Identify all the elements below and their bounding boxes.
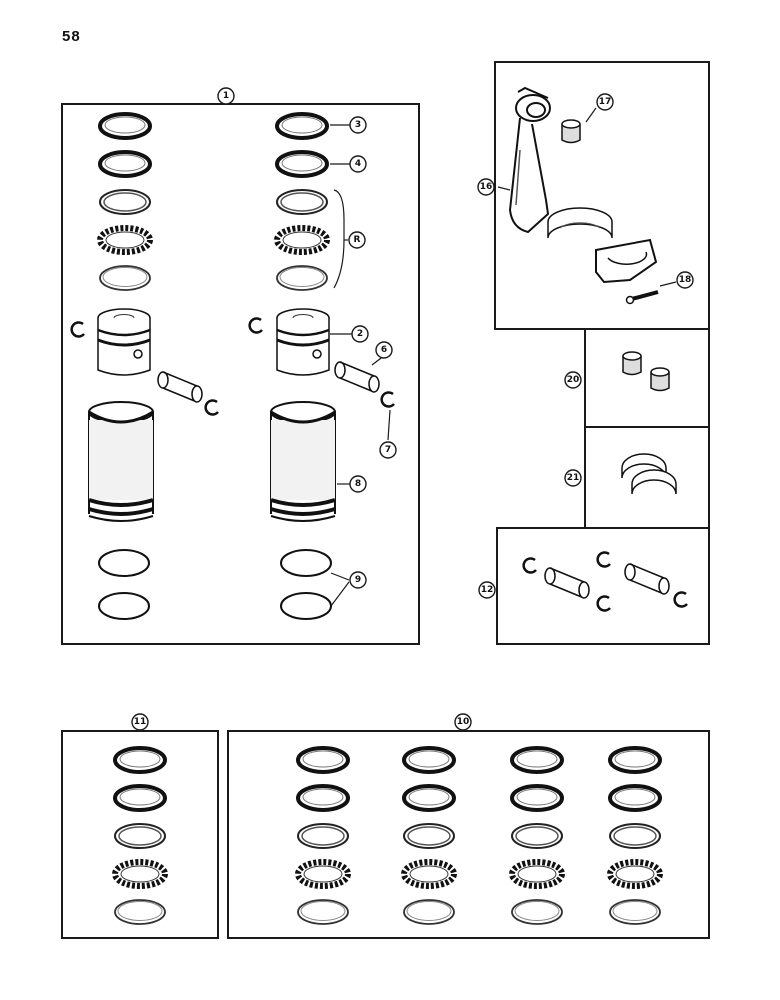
left-piston-pin [157, 371, 203, 403]
rod-bolt [625, 290, 659, 305]
connecting-rod [508, 86, 551, 234]
left-retainer-clip-b [204, 399, 220, 416]
ring-set-10-a [298, 748, 348, 924]
right-retainer-clip-a [248, 317, 264, 334]
ring-sets-box [227, 730, 710, 939]
callout-3: 3 [349, 116, 367, 134]
bushing-a [622, 351, 642, 376]
left-retainer-clip-a [70, 321, 86, 338]
ring-set-10-d [610, 748, 660, 924]
pin-kit-pin-a [544, 567, 590, 599]
ring-set-10-b [404, 748, 454, 924]
pin-kit-pin-b [624, 563, 670, 595]
callout-10: 10 [454, 713, 472, 731]
callout-7: 7 [379, 441, 397, 459]
rod-cap [595, 238, 658, 284]
right-piston [275, 307, 331, 377]
right-seal-ring-b [280, 592, 332, 620]
callout-18: 18 [676, 271, 694, 289]
right-cylinder-sleeve [269, 400, 337, 523]
right-retainer-clip-b [380, 391, 396, 408]
rod-bearing-upper [547, 207, 613, 239]
svg-text:7: 7 [385, 445, 391, 455]
pin-kit-clip-b [596, 551, 612, 568]
callout-21: 21 [564, 469, 582, 487]
left-ring-set [100, 114, 150, 290]
callout-11: 11 [131, 713, 149, 731]
ring-set-box [61, 730, 219, 939]
callout-20: 20 [564, 371, 582, 389]
svg-text:3: 3 [355, 120, 361, 130]
svg-text:12: 12 [481, 585, 494, 595]
svg-text:17: 17 [599, 97, 612, 107]
svg-text:11: 11 [134, 717, 147, 727]
svg-text:4: 4 [355, 159, 361, 169]
callout-12: 12 [478, 581, 496, 599]
callout-16: 16 [477, 178, 495, 196]
svg-text:8: 8 [355, 479, 361, 489]
callout-17: 17 [596, 93, 614, 111]
svg-text:6: 6 [381, 345, 387, 355]
callout-4: 4 [349, 155, 367, 173]
right-ring-set [277, 114, 327, 290]
pin-kit-clip-c [596, 595, 612, 612]
svg-text:9: 9 [355, 575, 361, 585]
svg-text:16: 16 [480, 182, 493, 192]
ring-set-11 [115, 748, 165, 924]
right-piston-pin [334, 361, 380, 393]
page-number: 58 [62, 28, 81, 45]
callout-1: 1 [217, 87, 235, 105]
callout-8: 8 [349, 475, 367, 493]
svg-text:10: 10 [457, 717, 470, 727]
pin-kit-clip-d [673, 591, 689, 608]
bushing-box [584, 328, 710, 428]
left-piston [96, 307, 152, 377]
svg-text:R: R [354, 235, 361, 245]
sleeve-kit-box [61, 103, 420, 645]
left-cylinder-sleeve [87, 400, 155, 523]
callout-6: 6 [375, 341, 393, 359]
left-seal-ring-a [98, 549, 150, 577]
ring-set-10-c [512, 748, 562, 924]
callout-2: 2 [351, 325, 369, 343]
bearing-b [631, 469, 677, 495]
svg-text:21: 21 [567, 473, 580, 483]
right-seal-ring-a [280, 549, 332, 577]
left-seal-ring-b [98, 592, 150, 620]
rod-bushing [561, 119, 581, 144]
bushing-b [650, 367, 670, 392]
svg-text:2: 2 [357, 329, 363, 339]
callout-9: 9 [349, 571, 367, 589]
pin-kit-box [496, 527, 710, 645]
svg-text:20: 20 [567, 375, 580, 385]
svg-text:18: 18 [679, 275, 692, 285]
pin-kit-clip-a [522, 557, 538, 574]
callout-R: R [348, 231, 366, 249]
svg-text:1: 1 [223, 91, 229, 101]
